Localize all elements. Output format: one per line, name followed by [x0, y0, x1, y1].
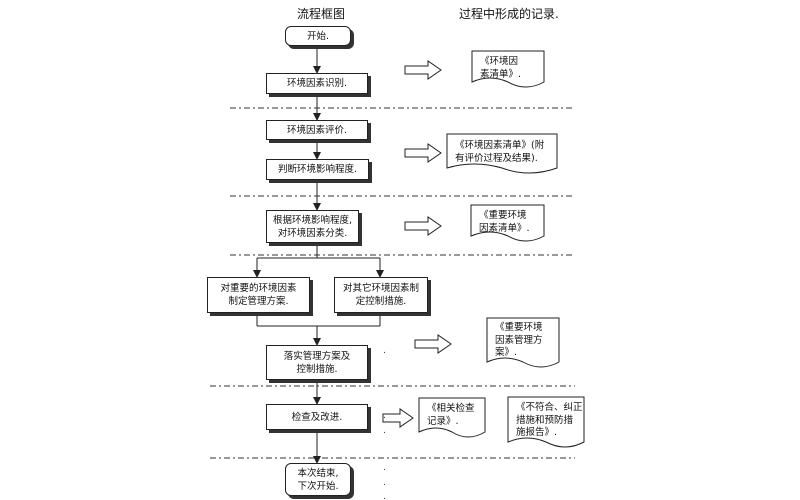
paragraph-mark: . — [383, 346, 386, 356]
paragraph-mark: . — [383, 492, 386, 500]
step-implement: 落实管理方案及 控制措施. — [266, 345, 368, 380]
step-plan-major: 对重要的环境因素 制定管理方案. — [207, 277, 310, 313]
doc-shape-6 — [507, 396, 585, 448]
record-major-factor-list: 《重要环境 因素清单》. — [479, 210, 530, 234]
end-terminal: 本次结束, 下次开始. — [285, 463, 351, 496]
paragraph-mark: . — [383, 411, 386, 421]
record-factor-list-with-evaluation: 《环境因素清单》(附 有评价过程及结果). — [455, 140, 545, 164]
record-arrow-5 — [382, 408, 414, 428]
step-judge: 判断环境影响程度. — [266, 159, 369, 180]
record-arrow-1 — [404, 60, 442, 80]
record-environmental-factor-list: 《环境因 素清单》. — [480, 56, 522, 80]
step-classify: 根据环境影响程度, 对环境因素分类. — [266, 210, 359, 243]
doc-shape-5 — [418, 397, 486, 438]
start-terminal: 开始. — [285, 26, 351, 46]
step-identify: 环境因素识别. — [266, 73, 368, 94]
record-major-factor-management-plan: 《重要环境 因素管理方 案》. — [495, 322, 543, 358]
doc-shape-3 — [470, 204, 545, 242]
records-header: 过程中形成的记录. — [459, 7, 559, 21]
record-arrow-2 — [404, 143, 442, 163]
step-evaluate: 环境因素评价. — [266, 120, 368, 140]
record-inspection-records: 《相关检查 记录》. — [427, 403, 475, 427]
doc-shape-4 — [486, 317, 560, 368]
step-check: 检查及改进. — [266, 404, 368, 430]
paragraph-mark: . — [383, 426, 386, 436]
step-control-other: 对其它环境因素制 定控制措施. — [334, 277, 428, 313]
doc-shape-2 — [446, 133, 558, 174]
record-nonconformity-report: 《不符合、纠正 措施和预防措 施报告》. — [516, 402, 583, 438]
record-arrow-3 — [404, 216, 442, 236]
record-arrow-4 — [414, 334, 452, 354]
doc-shape-1 — [471, 50, 545, 88]
paragraph-mark: . — [383, 463, 386, 473]
paragraph-mark: . — [383, 478, 386, 488]
flowchart-header: 流程框图 — [297, 7, 346, 21]
